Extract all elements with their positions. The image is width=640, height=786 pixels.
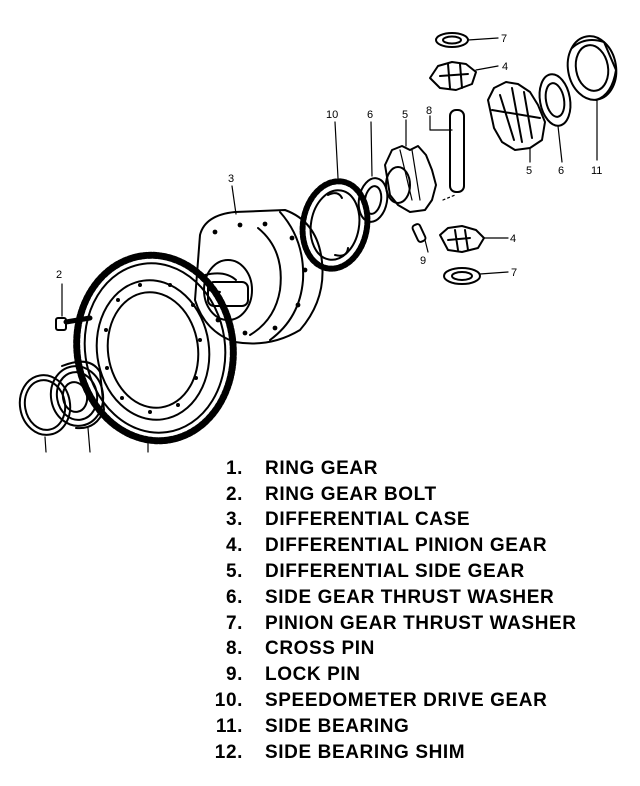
side-gear-thrust-washer-left-part <box>357 121 389 223</box>
legend-number: 7. <box>225 612 243 634</box>
legend-item: 2. RING GEAR BOLT <box>185 482 625 508</box>
callout-5-left: 5 <box>402 109 408 121</box>
callout-7-lower: 7 <box>511 267 517 279</box>
legend-item: 7. PINION GEAR THRUST WASHER <box>185 611 625 637</box>
legend-label: LOCK PIN <box>265 664 361 686</box>
legend-number: 8. <box>225 638 243 660</box>
legend-number: 4. <box>225 535 243 557</box>
legend-item: 6. SIDE GEAR THRUST WASHER <box>185 585 625 611</box>
legend-number: 10. <box>214 690 243 712</box>
pinion-gear-thrust-washer-upper-part <box>435 32 499 48</box>
callout-6-right: 6 <box>558 165 564 177</box>
legend-item: 10. SPEEDOMETER DRIVE GEAR <box>185 688 625 714</box>
pinion-gear-thrust-washer-lower-part <box>443 267 509 285</box>
legend-number: 12. <box>214 741 243 763</box>
legend-label: SIDE BEARING SHIM <box>265 741 466 763</box>
legend-item: 9. LOCK PIN <box>185 662 625 688</box>
legend-label: DIFFERENTIAL CASE <box>265 509 471 531</box>
legend-label: SIDE BEARING <box>265 715 410 737</box>
legend-item: 11. SIDE BEARING <box>185 714 625 740</box>
legend-label: DIFFERENTIAL PINION GEAR <box>265 535 548 557</box>
legend-item: 3. DIFFERENTIAL CASE <box>185 508 625 534</box>
legend-label: PINION GEAR THRUST WASHER <box>265 612 577 634</box>
differential-case-part <box>194 185 324 345</box>
legend-item: 12. SIDE BEARING SHIM <box>185 740 625 766</box>
legend-item: 5. DIFFERENTIAL SIDE GEAR <box>185 559 625 585</box>
differential-side-gear-left-part <box>384 119 437 213</box>
legend-label: SPEEDOMETER DRIVE GEAR <box>265 690 548 712</box>
legend-number: 1. <box>225 457 243 479</box>
callout-2: 2 <box>56 269 62 281</box>
legend-number: 3. <box>225 509 243 531</box>
legend-number: 5. <box>225 561 243 583</box>
side-bearing-right-part <box>566 35 618 161</box>
side-gear-thrust-washer-right-part <box>538 73 572 163</box>
legend-number: 9. <box>225 664 243 686</box>
differential-pinion-gear-upper-part <box>429 61 499 91</box>
legend-label: RING GEAR BOLT <box>265 483 437 505</box>
legend-number: 6. <box>225 586 243 608</box>
callout-6-left: 6 <box>367 109 373 121</box>
callout-10: 10 <box>326 109 338 121</box>
legend-label: DIFFERENTIAL SIDE GEAR <box>265 561 525 583</box>
parts-legend: 1. RING GEAR 2. RING GEAR BOLT 3. DIFFER… <box>185 456 625 766</box>
callout-9: 9 <box>420 255 426 267</box>
callout-4-upper: 4 <box>502 61 508 73</box>
legend-item: 8. CROSS PIN <box>185 637 625 663</box>
callout-7-upper: 7 <box>501 33 507 45</box>
speedometer-drive-gear-part <box>299 121 371 272</box>
legend-label: CROSS PIN <box>265 638 375 660</box>
differential-pinion-gear-lower-part <box>439 225 509 253</box>
callout-5-right: 5 <box>526 165 532 177</box>
legend-item: 4. DIFFERENTIAL PINION GEAR <box>185 533 625 559</box>
exploded-differential-diagram: 1 2 3 4 4 5 5 6 6 7 7 8 9 10 11 11 12 <box>18 32 618 453</box>
legend-label: SIDE GEAR THRUST WASHER <box>265 586 555 608</box>
legend-number: 2. <box>225 483 243 505</box>
callout-3: 3 <box>228 173 234 185</box>
ring-gear-bolt-part <box>55 283 93 331</box>
ring-gear-part <box>73 251 237 445</box>
legend-item: 1. RING GEAR <box>185 456 625 482</box>
lock-pin-part <box>411 223 429 253</box>
cross-pin-part <box>429 109 465 201</box>
legend-number: 11. <box>215 715 243 737</box>
callout-4-lower: 4 <box>510 233 516 245</box>
differential-side-gear-right-part <box>487 81 546 163</box>
callout-8: 8 <box>426 105 432 117</box>
callout-11-right: 11 <box>591 165 602 177</box>
legend-label: RING GEAR <box>265 457 379 479</box>
